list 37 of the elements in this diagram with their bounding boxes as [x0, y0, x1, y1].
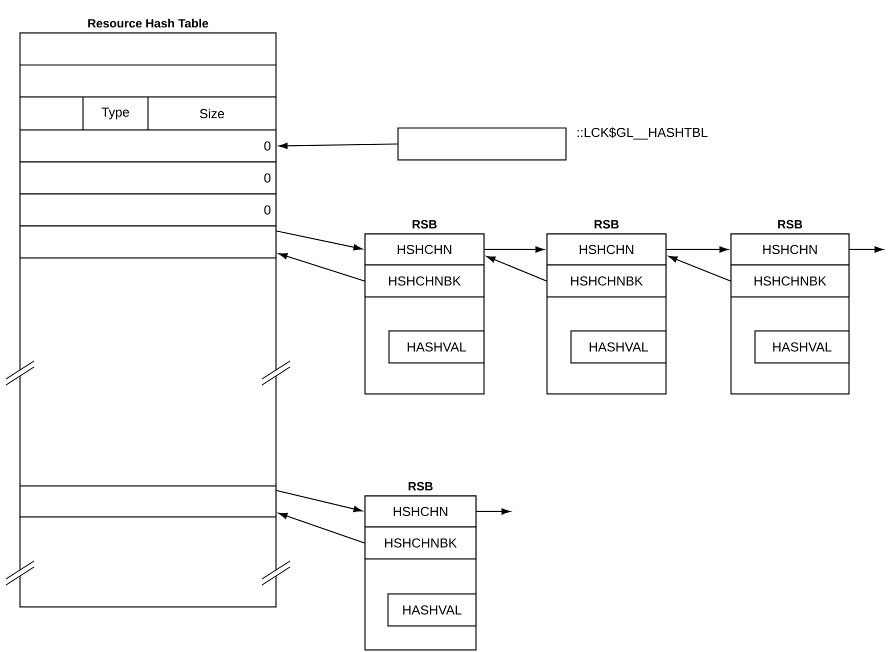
pointer-box: ::LCK$GL__HASHTBL	[397, 127, 708, 161]
field-box: HASHVAL	[388, 330, 485, 364]
field-box: HSHCHN	[546, 233, 667, 266]
field-box: HSHCHNBK	[364, 264, 485, 298]
table-row: 0	[19, 161, 277, 195]
table-row: 0	[19, 193, 277, 227]
arrow	[278, 512, 365, 544]
field-box: HASHVAL	[387, 593, 477, 627]
node-label: RSB	[412, 220, 437, 229]
field-box: HSHCHNBK	[546, 264, 667, 298]
table-cell: Size	[200, 108, 224, 118]
field-box: HSHCHNBK	[364, 526, 477, 560]
arrow	[486, 256, 547, 282]
field-box: HSHCHN	[364, 233, 485, 266]
arrow	[476, 508, 510, 515]
field-box: HASHVAL	[754, 330, 850, 364]
field-box: HSHCHN	[364, 495, 477, 528]
node-label: RSB	[778, 220, 802, 229]
node-label: ::LCK$GL__HASHTBL	[578, 127, 708, 140]
node-label: RSB	[408, 482, 433, 491]
table-row	[19, 225, 277, 259]
field-box: HASHVAL	[570, 330, 667, 364]
arrow	[850, 246, 884, 253]
arrow	[278, 253, 365, 282]
field-box: HSHCHN	[730, 233, 850, 266]
node-label: RSB	[594, 220, 619, 229]
arrow	[278, 142, 398, 149]
table-row	[19, 485, 277, 518]
table-row: 0	[19, 129, 277, 163]
arrow	[484, 246, 544, 253]
arrow	[668, 256, 731, 282]
arrow	[276, 230, 362, 250]
table-cell: Type	[102, 108, 130, 120]
field-box: HSHCHNBK	[730, 264, 850, 298]
arrow	[276, 490, 362, 512]
node-label: Resource Hash Table	[88, 18, 208, 28]
arrow	[666, 246, 728, 253]
